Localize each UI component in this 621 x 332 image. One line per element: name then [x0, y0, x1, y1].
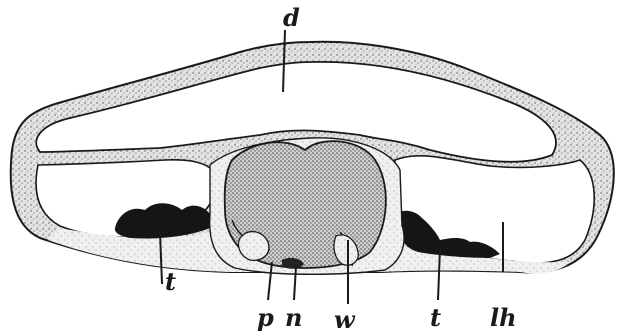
label-t-left: t: [165, 267, 176, 296]
label-t-right: t: [430, 303, 441, 332]
label-lh: lh: [490, 303, 517, 332]
p-structure: [238, 232, 268, 261]
label-p: p: [257, 303, 274, 332]
label-w: w: [334, 305, 356, 332]
label-n: n: [285, 303, 302, 332]
label-d: d: [283, 3, 300, 32]
